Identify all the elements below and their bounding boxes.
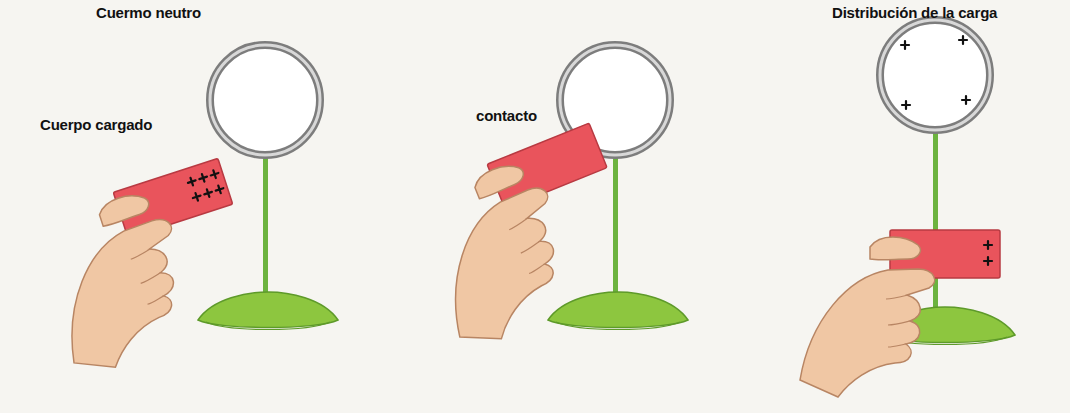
stem — [933, 125, 938, 320]
caption-label: contacto — [476, 107, 537, 124]
stem — [263, 150, 268, 300]
caption-label: Cuermo neutro — [96, 4, 201, 21]
caption-label: Distribución de la carga — [832, 4, 997, 21]
caption-label: Cuerpo cargado — [40, 116, 152, 133]
stem — [613, 150, 618, 300]
